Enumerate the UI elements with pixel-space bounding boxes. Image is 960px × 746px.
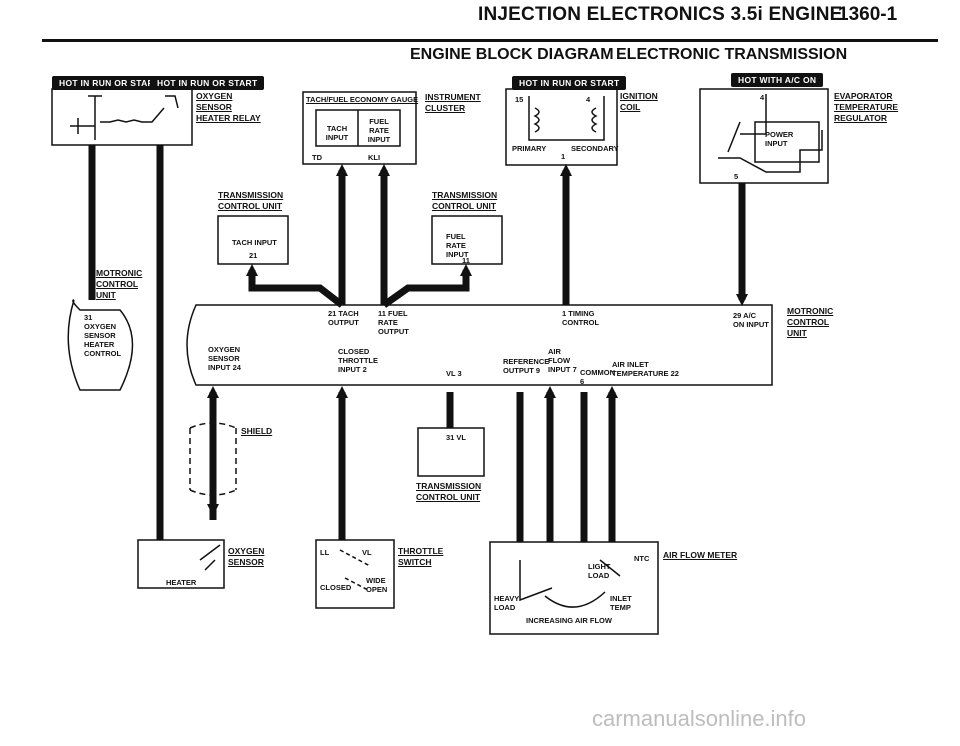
- relay-box: [51, 88, 193, 146]
- afm-box: [489, 541, 659, 635]
- tcu-left-box: [217, 215, 289, 265]
- throttle-switch-label: THROTTLE SWITCH: [398, 546, 444, 567]
- power-tag-evap: HOT WITH A/C ON: [731, 73, 824, 87]
- pin-vl: VL 3: [446, 369, 462, 378]
- pin-timing-control: 1 TIMING CONTROL: [562, 309, 600, 327]
- throttle-closed-label: CLOSED: [320, 583, 352, 592]
- oxygen-sensor-label: OXYGEN SENSOR: [228, 546, 265, 567]
- gauge-td-label: TD: [312, 153, 322, 162]
- tcu-right-box: [431, 215, 503, 265]
- motronic-right-label: MOTRONIC CONTROL UNIT: [787, 306, 834, 338]
- tach-fuel-gauge-label: TACH/FUEL ECONOMY GAUGE: [306, 95, 419, 104]
- power-tag-relay: HOT IN RUN OR START: [52, 76, 167, 90]
- afm-ntc-label: NTC: [634, 554, 650, 563]
- afm-heavy-load-label: HEAVY LOAD: [494, 594, 520, 612]
- tcu-left-label: TRANSMISSION CONTROL UNIT: [218, 190, 284, 211]
- coil-pin-15: 15: [515, 95, 524, 104]
- throttle-ll-label: LL: [320, 548, 330, 557]
- afm-increasing-label: INCREASING AIR FLOW: [526, 616, 612, 625]
- evap-box: [699, 88, 829, 184]
- pin-ac-on-input: 29 A/C ON INPUT: [733, 311, 769, 329]
- gauge-box: [302, 91, 417, 165]
- page-number: 1360-1: [838, 4, 898, 25]
- afm-inlet-temp-label: INLET TEMP: [610, 594, 632, 612]
- coil-secondary-label: SECONDARY: [571, 144, 619, 153]
- ignition-coil-label: IGNITION COIL: [620, 91, 658, 112]
- throttle-vl-label: VL: [362, 548, 372, 557]
- oxygen-sensor-box: [137, 539, 225, 589]
- tcu-right-input-label: FUEL RATE INPUT: [446, 232, 469, 259]
- diagram-subtitle: ELECTRONIC TRANSMISSION: [616, 46, 848, 63]
- tcu-bottom-label: TRANSMISSION CONTROL UNIT: [416, 481, 482, 502]
- power-tag-relay-2: HOT IN RUN OR START: [150, 76, 265, 90]
- oxygen-sensor-heater-relay-label: OXYGEN SENSOR HEATER RELAY: [196, 91, 261, 123]
- pin-common: COMMON 6: [580, 368, 615, 386]
- page-title: INJECTION ELECTRONICS 3.5i ENGINE: [478, 4, 843, 25]
- oxygen-sensor-heater-label: HEATER: [166, 578, 197, 587]
- pin-oxygen-sensor-input: OXYGEN SENSOR INPUT 24: [208, 345, 241, 372]
- evap-power-input-label: POWER INPUT: [765, 130, 794, 148]
- evap-pin-5: 5: [734, 172, 739, 181]
- motronic-pin-31-label: 31 OXYGEN SENSOR HEATER CONTROL: [84, 313, 122, 358]
- motronic-box: [186, 304, 773, 386]
- pin-closed-throttle: CLOSED THROTTLE INPUT 2: [338, 347, 378, 374]
- watermark: carmanualsonline.info: [592, 706, 807, 731]
- tcu-left-input-label: TACH INPUT: [232, 238, 277, 247]
- gauge-kli-label: KLI: [368, 153, 381, 162]
- header-rule: [42, 39, 938, 42]
- air-flow-meter-label: AIR FLOW METER: [663, 550, 738, 560]
- tcu-right-pin: 11: [462, 256, 470, 265]
- pin-air-inlet-temp: AIR INLET TEMPERATURE 22: [612, 360, 679, 378]
- throttle-wide-open-label: WIDE OPEN: [366, 576, 388, 594]
- shield-label: SHIELD: [241, 426, 273, 436]
- coil-primary-label: PRIMARY: [512, 144, 547, 153]
- pin-reference-output: REFERENCE OUTPUT 9: [503, 357, 550, 375]
- evap-pin-4: 4: [760, 93, 765, 102]
- pin-tach-output: 21 TACH OUTPUT: [328, 309, 359, 327]
- coil-box: [505, 88, 618, 166]
- pin-fuel-rate-output: 11 FUEL RATE OUTPUT: [378, 309, 409, 336]
- tcu-right-label: TRANSMISSION CONTROL UNIT: [432, 190, 498, 211]
- diagram-title: ENGINE BLOCK DIAGRAM: [410, 46, 614, 63]
- motronic-left-label: MOTRONIC CONTROL UNIT: [96, 268, 143, 300]
- evaporator-regulator-label: EVAPORATOR TEMPERATURE REGULATOR: [834, 91, 899, 123]
- coil-pin-4: 4: [586, 95, 591, 104]
- tcu-bottom-pin: 31 VL: [446, 433, 467, 442]
- gauge-fuel-rate-label: FUEL RATE INPUT: [367, 117, 391, 144]
- gauge-tach-input-label: TACH INPUT: [325, 124, 349, 142]
- power-tag-coil: HOT IN RUN OR START: [512, 76, 627, 90]
- tcu-left-pin: 21: [249, 251, 258, 260]
- afm-light-load-label: LIGHT LOAD: [588, 562, 611, 580]
- coil-pin-1: 1: [561, 152, 566, 161]
- throttle-box: [315, 539, 395, 609]
- instrument-cluster-label: INSTRUMENT CLUSTER: [425, 92, 481, 113]
- pin-air-flow-input: AIR FLOW INPUT 7: [548, 347, 577, 374]
